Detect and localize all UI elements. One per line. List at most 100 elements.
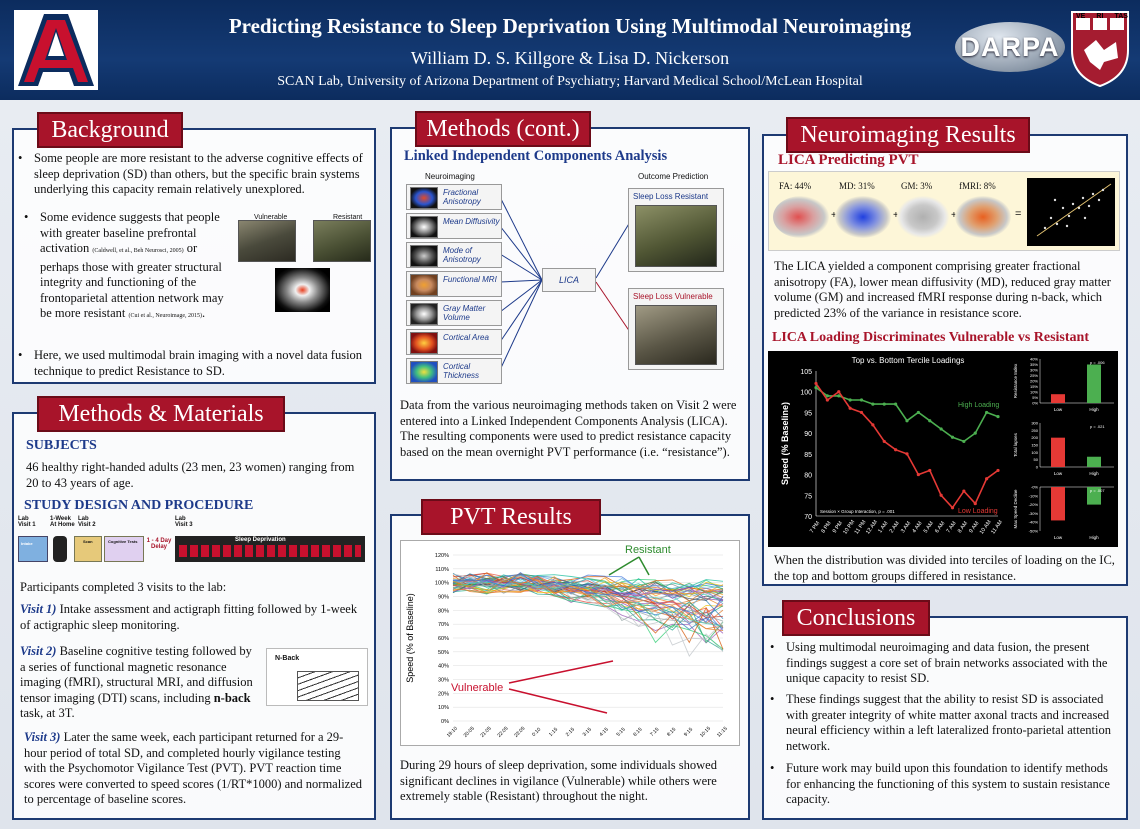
vulnerable-soldier-photo-2 bbox=[635, 305, 717, 365]
conclusions-bullet-3: Future work may build upon this foundati… bbox=[766, 761, 1120, 808]
bar-y-tick-label: -20% bbox=[1029, 502, 1039, 507]
pvt-x-tick-label: 20:05 bbox=[463, 726, 476, 739]
tercile-data-point bbox=[962, 489, 966, 493]
tercile-x-tick-label: 11 AM bbox=[990, 519, 1004, 535]
bar-y-tick-label: -40% bbox=[1029, 520, 1039, 525]
lica-loading-text: When the distribution was divided into t… bbox=[774, 553, 1115, 583]
bar-y-axis-label: Total lapses bbox=[1013, 432, 1018, 457]
tercile-y-tick-label: 90 bbox=[804, 431, 812, 438]
tercile-data-point bbox=[894, 448, 898, 452]
methods-panel bbox=[12, 412, 376, 820]
tercile-data-point bbox=[871, 402, 875, 406]
poster-header: Predicting Resistance to Sleep Deprivati… bbox=[0, 0, 1140, 100]
bar-high bbox=[1087, 364, 1101, 403]
tercile-data-point bbox=[848, 398, 852, 402]
pvt-annotation-vulnerable: Vulnerable bbox=[451, 682, 503, 694]
tercile-data-point bbox=[837, 390, 841, 394]
tercile-x-tick-label: 3 AM bbox=[900, 520, 912, 534]
fmri-brain-map bbox=[955, 196, 1011, 238]
timeline-visit-2: Lab Visit 2 bbox=[78, 516, 96, 528]
pvt-y-tick-label: 0% bbox=[441, 719, 449, 725]
poster-title: Predicting Resistance to Sleep Deprivati… bbox=[228, 14, 912, 38]
plus-sign-1: + bbox=[831, 210, 837, 221]
pvt-x-tick-label: 4:15 bbox=[599, 727, 610, 738]
tercile-y-tick-label: 70 bbox=[804, 514, 812, 521]
harvard-shield-icon bbox=[1071, 11, 1129, 88]
tercile-x-tick-label: 12 AM bbox=[865, 519, 879, 536]
neuroimaging-column-label: Neuroimaging bbox=[425, 172, 475, 181]
pvt-series-line bbox=[452, 581, 724, 627]
tercile-chart-title: Top vs. Bottom Tercile Loadings bbox=[852, 356, 965, 365]
pvt-x-tick-label: 22:05 bbox=[496, 726, 509, 739]
sleep-loss-vulnerable-box: Sleep Loss Vulnerable bbox=[628, 288, 724, 370]
pvt-x-tick-label: 5:15 bbox=[615, 727, 626, 738]
tercile-data-point bbox=[894, 402, 898, 406]
sleep-deprivation-bar: Sleep Deprivation bbox=[175, 536, 365, 562]
tercile-data-point bbox=[916, 472, 920, 477]
pvt-x-tick-label: 23:05 bbox=[513, 726, 526, 739]
lica-flow-arrows bbox=[499, 196, 631, 371]
darpa-logo: DARPA bbox=[955, 22, 1065, 72]
tercile-x-tick-label: 6 AM bbox=[934, 520, 946, 534]
tercile-y-tick-label: 95 bbox=[804, 410, 812, 417]
bar-category-label: High bbox=[1089, 535, 1099, 540]
pvt-vulnerable-arrow bbox=[508, 688, 608, 714]
bar-y-tick-label: 300 bbox=[1031, 421, 1038, 426]
lica-brain-strip: FA: 44% MD: 31% GM: 3% fMRI: 8% + + + = bbox=[768, 171, 1120, 251]
tercile-data-point bbox=[905, 419, 909, 423]
max-speed-decline-bar-chart: Max Speed Decline-0%-10%-20%-30%-40%-50%… bbox=[1013, 485, 1114, 540]
visit-2-text: Visit 2) Baseline cognitive testing foll… bbox=[20, 644, 253, 720]
pvt-x-tick-label: 19:10 bbox=[446, 726, 459, 739]
tercile-y-axis-label: Speed (% Baseline) bbox=[780, 402, 790, 485]
bar-p-value: p = .021 bbox=[1090, 424, 1105, 429]
bar-y-tick-label: 5% bbox=[1032, 395, 1038, 400]
lica-scatter-plot bbox=[1027, 178, 1115, 246]
tercile-data-point bbox=[985, 410, 989, 415]
bar-low bbox=[1051, 487, 1065, 521]
nback-stimulus-stack bbox=[297, 671, 359, 701]
pvt-title: PVT Results bbox=[421, 499, 601, 535]
tercile-data-point bbox=[837, 394, 841, 398]
tercile-data-point bbox=[859, 398, 864, 402]
bar-y-tick-label: 20% bbox=[1030, 379, 1038, 384]
tercile-data-point bbox=[950, 506, 955, 510]
pvt-x-tick-label: 8:15 bbox=[666, 727, 677, 738]
tercile-data-point bbox=[825, 394, 829, 398]
pvt-y-axis-label: Speed (% of Baseline) bbox=[405, 593, 415, 683]
outcome-column-label: Outcome Prediction bbox=[638, 172, 709, 181]
subjects-text: 46 healthy right-handed adults (23 men, … bbox=[26, 460, 355, 490]
modality-functional-mri: Functional MRI bbox=[406, 271, 502, 297]
modality-cortical-area: Cortical Area bbox=[406, 329, 502, 355]
timeline-visit-3: Lab Visit 3 bbox=[175, 516, 193, 528]
fmri-thumbnail-icon bbox=[410, 274, 438, 296]
tercile-data-point bbox=[916, 410, 920, 415]
bar-y-tick-label: 0% bbox=[1032, 401, 1038, 406]
bar-y-tick-label: -30% bbox=[1029, 511, 1039, 516]
resistance-index-bar-chart: Resistance Index0%5%10%15%20%25%30%35%40… bbox=[1013, 357, 1114, 412]
ca-thumbnail-icon bbox=[410, 332, 438, 354]
lica-heading: Linked Independent Components Analysis bbox=[404, 148, 668, 164]
tercile-data-point bbox=[871, 423, 875, 427]
nback-diagram: N-Back bbox=[266, 648, 368, 706]
ct-thumbnail-icon bbox=[410, 361, 438, 383]
pvt-x-tick-label: 9:15 bbox=[683, 727, 694, 738]
bar-p-value: p = .006 bbox=[1090, 360, 1105, 365]
pvt-x-tick-label: 10:15 bbox=[699, 726, 712, 739]
lica-loading-heading: LICA Loading Discriminates Vulnerable vs… bbox=[772, 330, 1089, 345]
timeline-delay: 1 - 4 Day Delay bbox=[146, 538, 172, 550]
gm-percent-label: GM: 3% bbox=[901, 181, 933, 191]
fmri-percent-label: fMRI: 8% bbox=[959, 181, 996, 191]
study-design-heading: STUDY DESIGN AND PROCEDURE bbox=[24, 498, 254, 513]
modality-fractional-anisotropy: Fractional Anisotropy bbox=[406, 184, 502, 210]
background-bullet-2: Some evidence suggests that people with … bbox=[20, 210, 234, 325]
tercile-data-point bbox=[973, 431, 977, 435]
gm-thumbnail-icon bbox=[410, 303, 438, 325]
resistant-label: Resistant bbox=[333, 214, 363, 221]
university-of-arizona-logo-icon bbox=[14, 10, 98, 90]
study-timeline: Lab Visit 1 1-Week At Home Lab Visit 2 L… bbox=[18, 516, 370, 576]
pvt-y-tick-label: 50% bbox=[438, 650, 449, 656]
bar-y-tick-label: 200 bbox=[1031, 435, 1038, 440]
bar-y-tick-label: 250 bbox=[1031, 428, 1038, 433]
bar-y-tick-label: 25% bbox=[1030, 373, 1038, 378]
